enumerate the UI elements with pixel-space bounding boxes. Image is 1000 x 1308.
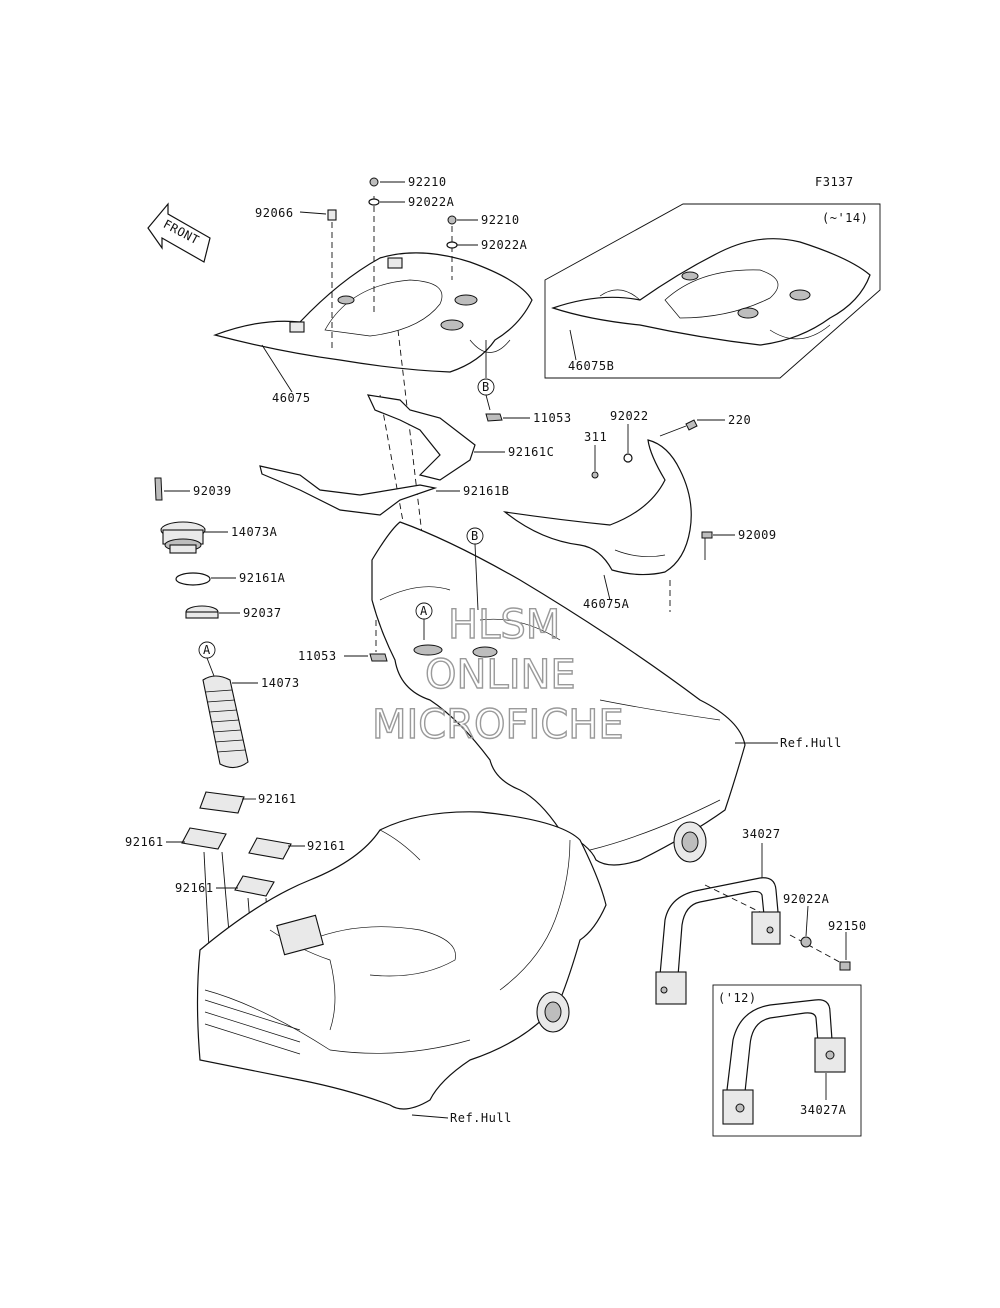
- washer-92022A-right: [800, 936, 812, 948]
- callout-b-top-text: B: [482, 380, 490, 394]
- label-92022A-right: 92022A: [783, 892, 830, 906]
- handle-34027A: [722, 999, 846, 1125]
- screw-220: [685, 419, 698, 431]
- label-14073: 14073: [261, 676, 300, 690]
- fitting-14073A: [160, 521, 206, 554]
- washer-92022: [623, 453, 633, 463]
- label-46075A: 46075A: [583, 597, 630, 611]
- label-92161C: 92161C: [508, 445, 554, 459]
- seat-pan-46075B: [551, 238, 871, 346]
- gasket-92161B: [259, 465, 438, 516]
- label-34027A: 34027A: [800, 1103, 847, 1117]
- washer-92022A-top: [368, 198, 380, 206]
- label-92210-mid: 92210: [481, 213, 520, 227]
- label-311: 311: [584, 430, 607, 444]
- watermark: HLSM ONLINE MICROFICHE: [371, 601, 624, 748]
- gasket-92161C: [366, 394, 476, 481]
- label-ref-hull-bottom: Ref.Hull: [450, 1111, 512, 1125]
- callout-b-hull-text: B: [471, 529, 479, 543]
- handle-34027: [655, 877, 781, 1005]
- label-92210-top: 92210: [408, 175, 447, 189]
- label-11053-mid: 11053: [298, 649, 337, 663]
- hull-lower: [196, 811, 607, 1110]
- label-92022A-mid: 92022A: [481, 238, 528, 252]
- label-34027: 34027: [742, 827, 781, 841]
- label-92161B: 92161B: [463, 484, 509, 498]
- label-92161-c: 92161: [307, 839, 346, 853]
- clip-11053-top: [485, 413, 503, 422]
- ring-92161A: [175, 572, 211, 586]
- figure-code: F3137: [815, 175, 854, 189]
- pad-92161-b: [181, 827, 227, 850]
- label-220: 220: [728, 413, 751, 427]
- label-92161-a: 92161: [258, 792, 297, 806]
- watermark-line3: MICROFICHE: [372, 702, 624, 748]
- watermark-line1: HLSM: [448, 602, 560, 648]
- screw-92009: [701, 531, 713, 539]
- bolt-92066: [327, 209, 337, 221]
- inset-box-2012: [712, 984, 862, 1137]
- label-92161-b: 92161: [125, 835, 164, 849]
- label-46075B: 46075B: [568, 359, 614, 373]
- watermark-line2: ONLINE: [425, 652, 576, 698]
- washer-92022A-mid: [446, 241, 458, 249]
- bolt-92150: [839, 961, 851, 971]
- label-92022A-top: 92022A: [408, 195, 455, 209]
- nut-311: [591, 471, 599, 479]
- pad-92161-c: [248, 837, 292, 860]
- label-92066: 92066: [255, 206, 294, 220]
- cover-46075A: [502, 439, 692, 576]
- label-92150: 92150: [828, 919, 867, 933]
- clip-11053-mid: [369, 653, 388, 662]
- nut-92210-mid: [447, 215, 457, 225]
- inset-bottom-note: ('12): [718, 991, 757, 1005]
- inset-box-2014: (~'14): [544, 203, 881, 379]
- label-46075: 46075: [272, 391, 311, 405]
- label-92009: 92009: [738, 528, 777, 542]
- label-92039: 92039: [193, 484, 232, 498]
- label-92022: 92022: [610, 409, 649, 423]
- label-11053-top: 11053: [533, 411, 572, 425]
- pad-92161-d: [234, 875, 275, 897]
- label-ref-hull-right: Ref.Hull: [780, 736, 842, 750]
- cap-92039: [154, 477, 163, 501]
- label-92037: 92037: [243, 606, 282, 620]
- clamp-92037: [185, 605, 219, 619]
- inset-top-note: (~'14): [822, 211, 868, 225]
- front-arrow-icon: FRONT: [147, 202, 211, 263]
- pad-92161-a: [199, 791, 245, 814]
- hose-14073: [202, 675, 249, 769]
- label-92161A: 92161A: [239, 571, 286, 585]
- callout-a-left-text: A: [203, 643, 211, 657]
- label-92161-d: 92161: [175, 881, 214, 895]
- callout-a-hull-text: A: [420, 604, 428, 618]
- seat-pan-46075: [213, 252, 533, 373]
- hull-upper: [371, 521, 746, 866]
- label-14073A: 14073A: [231, 525, 278, 539]
- nut-92210-top: [369, 177, 379, 187]
